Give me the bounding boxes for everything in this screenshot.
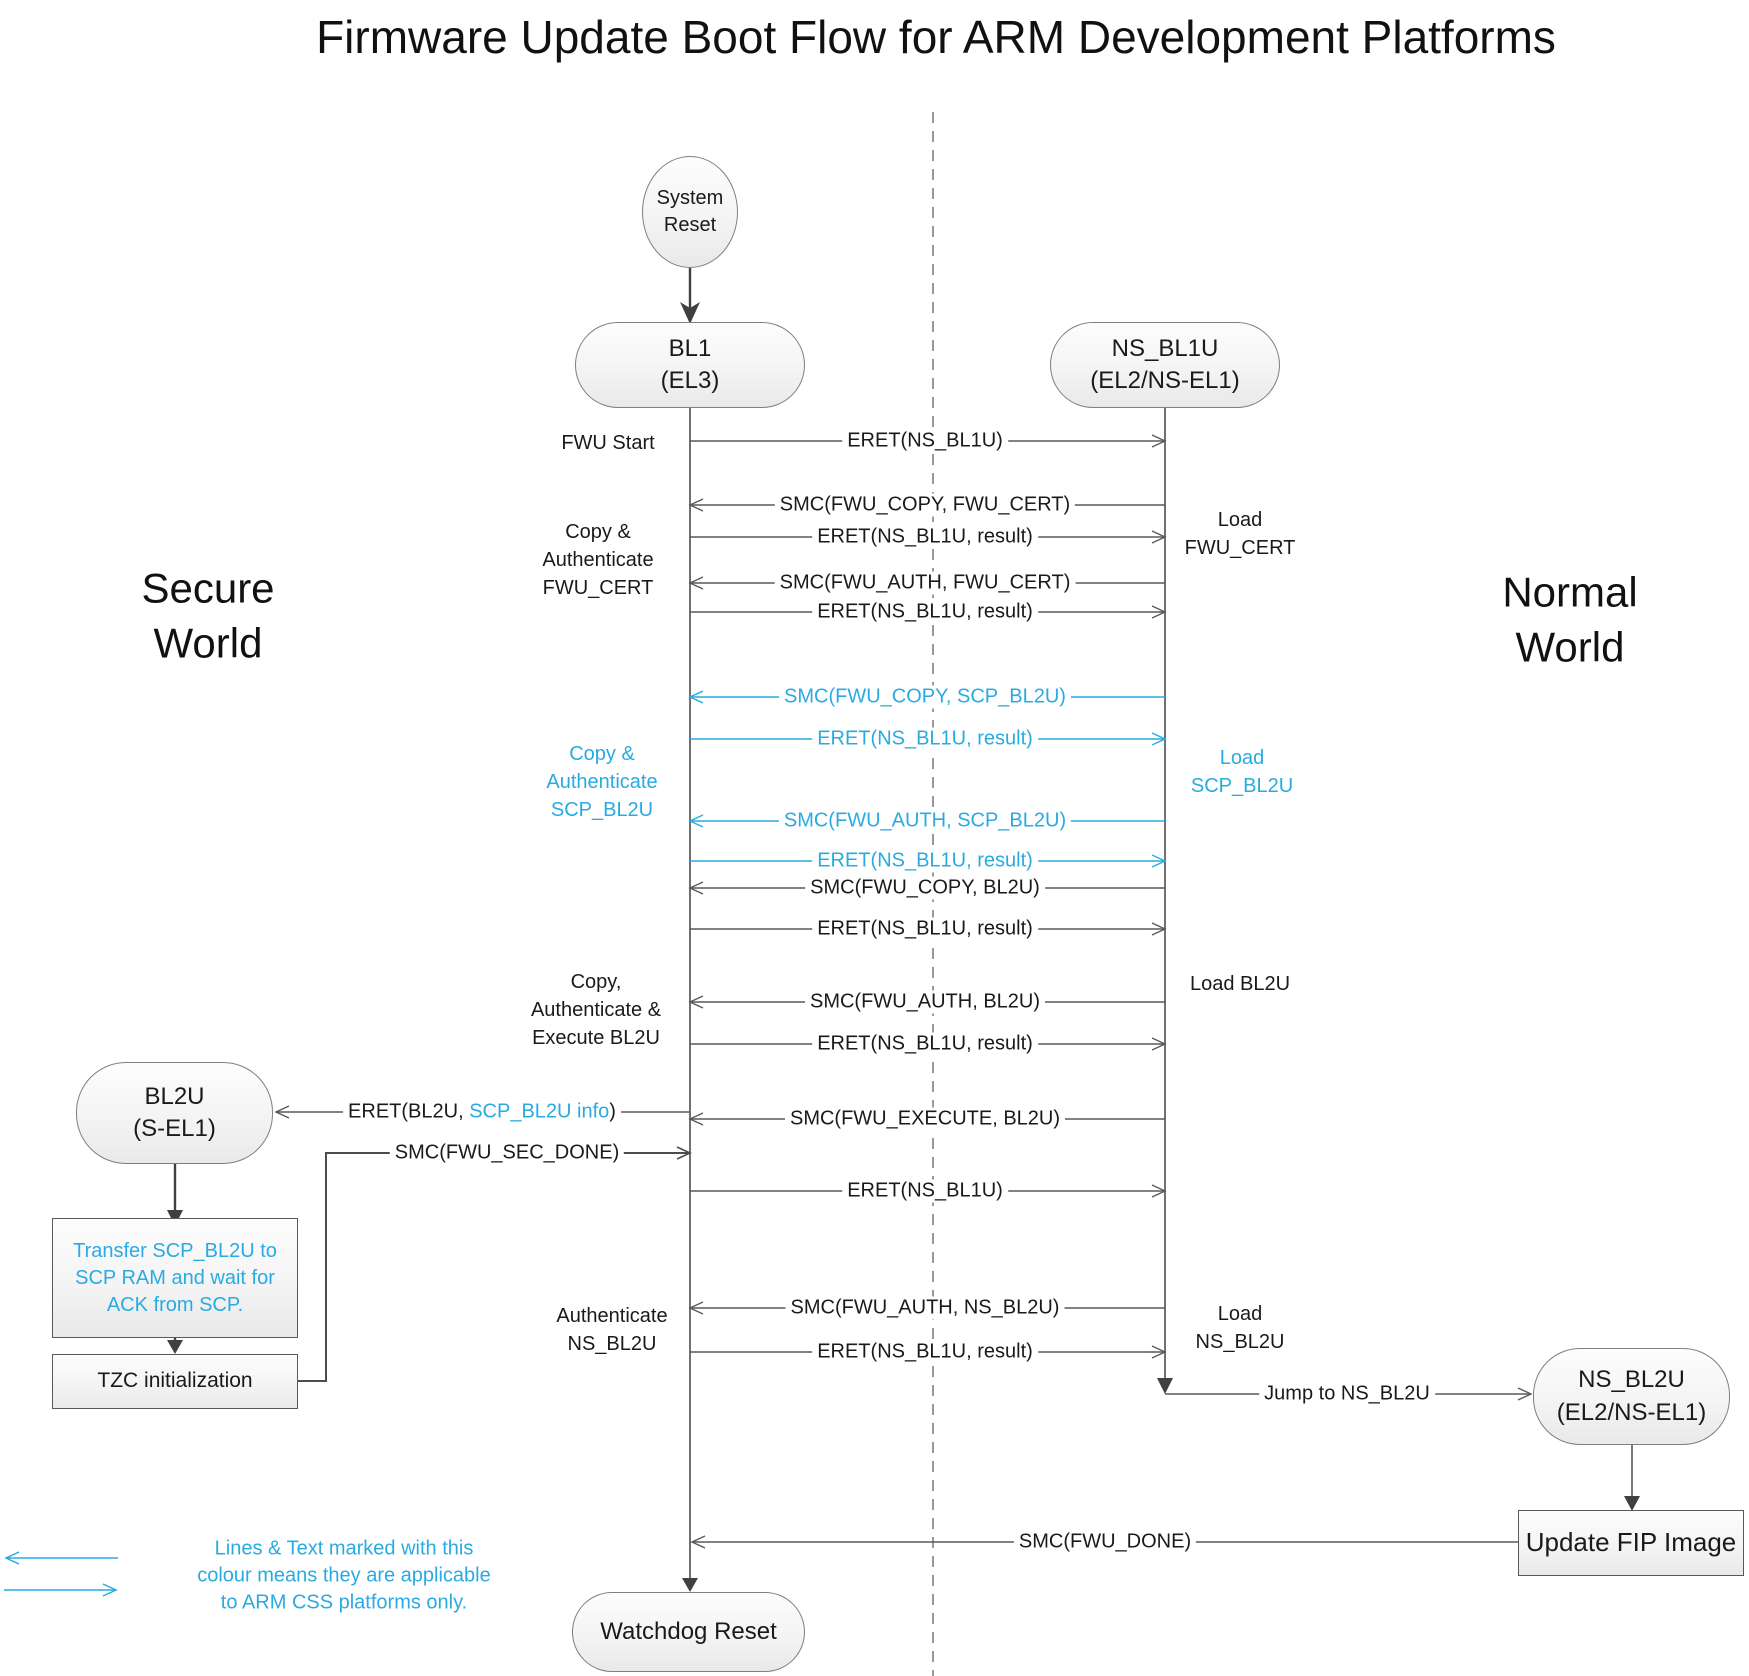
- msg-eret-bl2u-highlight: SCP_BL2U info: [469, 1100, 610, 1123]
- node-bl2u: BL2U (S-EL1): [76, 1062, 273, 1164]
- msg-eret-ns-bl1u-1: ERET(NS_BL1U): [842, 429, 1008, 453]
- node-tzc-initialization: TZC initialization: [52, 1354, 298, 1409]
- msg-eret-bl2u-suffix: ): [609, 1100, 616, 1123]
- msg-smc-fwu-auth-fwu-cert: SMC(FWU_AUTH, FWU_CERT): [774, 571, 1076, 595]
- node-watchdog-reset: Watchdog Reset: [572, 1592, 805, 1672]
- label-copy-auth-exec-bl2u: Copy, Authenticate & Execute BL2U: [530, 971, 662, 1049]
- node-transfer-scp-bl2u: Transfer SCP_BL2U to SCP RAM and wait fo…: [52, 1218, 298, 1338]
- legend-arrows: [4, 1551, 118, 1597]
- label-load-fwu-cert: Load FWU_CERT: [1184, 509, 1296, 559]
- node-update-fip-image: Update FIP Image: [1518, 1510, 1744, 1576]
- cyan-message-arrows: [688, 690, 1167, 868]
- msg-smc-fwu-copy-scp-bl2u: SMC(FWU_COPY, SCP_BL2U): [779, 685, 1071, 709]
- ns-bl2u-to-update-fip-arrowhead: [1624, 1496, 1640, 1511]
- node-system-reset: System Reset: [642, 156, 738, 268]
- msg-eret-result-4: ERET(NS_BL1U, result): [812, 1032, 1038, 1056]
- msg-jump-to-ns-bl2u: Jump to NS_BL2U: [1259, 1382, 1435, 1406]
- msg-eret-result-2: ERET(NS_BL1U, result): [812, 600, 1038, 624]
- transfer-to-tzc-arrowhead: [167, 1340, 183, 1354]
- msg-smc-fwu-copy-bl2u: SMC(FWU_COPY, BL2U): [805, 876, 1045, 900]
- node-ns-bl1u: NS_BL1U (EL2/NS-EL1): [1050, 322, 1280, 408]
- msg-smc-fwu-sec-done: SMC(FWU_SEC_DONE): [389, 1141, 625, 1165]
- ns-bl1u-lifeline-end-arrowhead: [1157, 1378, 1173, 1394]
- msg-smc-fwu-copy-fwu-cert: SMC(FWU_COPY, FWU_CERT): [774, 493, 1076, 517]
- bl1-to-watchdog-arrowhead: [682, 1578, 698, 1592]
- label-load-bl2u: Load BL2U: [1189, 973, 1291, 995]
- msg-eret-bl2u-scp-info: ERET(BL2U, SCP_BL2U info): [343, 1100, 621, 1124]
- system-reset-arrowhead: [680, 302, 700, 324]
- node-ns-bl2u: NS_BL2U (EL2/NS-EL1): [1533, 1348, 1730, 1445]
- label-load-scp-bl2u: Load SCP_BL2U: [1190, 747, 1294, 797]
- msg-smc-fwu-auth-scp-bl2u: SMC(FWU_AUTH, SCP_BL2U): [778, 809, 1072, 833]
- msg-eret-result-scp-2: ERET(NS_BL1U, result): [812, 849, 1038, 873]
- label-load-ns-bl2u: Load NS_BL2U: [1195, 1303, 1285, 1353]
- msg-eret-result-5: ERET(NS_BL1U, result): [812, 1340, 1038, 1364]
- smc-sec-done-arrowhead: [676, 1146, 692, 1160]
- diagram-title: Firmware Update Boot Flow for ARM Develo…: [316, 11, 1556, 63]
- msg-eret-bl2u-prefix: ERET(BL2U,: [348, 1100, 470, 1123]
- msg-eret-result-scp-1: ERET(NS_BL1U, result): [812, 727, 1038, 751]
- label-authenticate-ns-bl2u: Authenticate NS_BL2U: [556, 1305, 668, 1355]
- node-bl1: BL1 (EL3): [575, 322, 805, 408]
- msg-smc-fwu-execute-bl2u: SMC(FWU_EXECUTE, BL2U): [784, 1107, 1066, 1131]
- legend-text: Lines & Text marked with this colour mea…: [197, 1537, 491, 1614]
- msg-smc-fwu-auth-bl2u: SMC(FWU_AUTH, BL2U): [804, 990, 1046, 1014]
- label-fwu-start: FWU Start: [561, 432, 655, 454]
- msg-eret-result-3: ERET(NS_BL1U, result): [812, 917, 1038, 941]
- msg-smc-fwu-done: SMC(FWU_DONE): [1013, 1530, 1197, 1554]
- msg-eret-result-1: ERET(NS_BL1U, result): [812, 525, 1038, 549]
- msg-eret-ns-bl1u-2: ERET(NS_BL1U): [842, 1179, 1008, 1203]
- label-copy-auth-scp-bl2u: Copy & Authenticate SCP_BL2U: [546, 743, 658, 821]
- msg-smc-fwu-auth-ns-bl2u: SMC(FWU_AUTH, NS_BL2U): [785, 1296, 1065, 1320]
- label-copy-auth-fwu-cert: Copy & Authenticate FWU_CERT: [542, 521, 654, 599]
